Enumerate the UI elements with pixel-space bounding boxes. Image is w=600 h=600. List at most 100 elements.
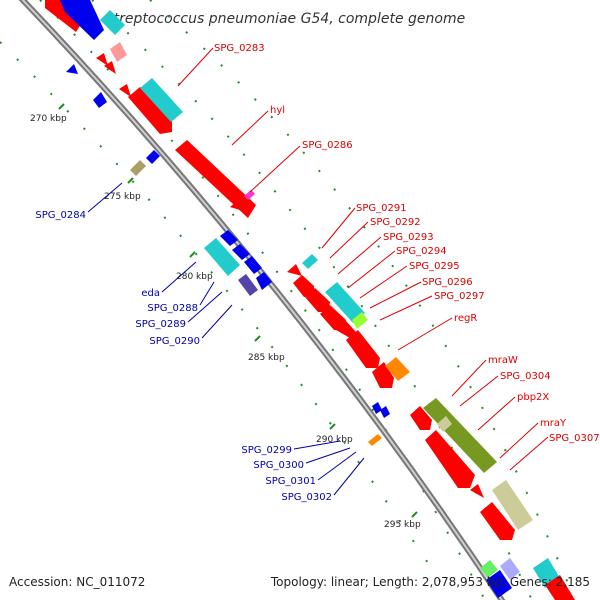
guide-line-outer-left bbox=[0, 41, 453, 600]
gene-blue-6[interactable] bbox=[380, 406, 390, 418]
gene-hyl[interactable] bbox=[175, 140, 256, 218]
gene-top-cyan[interactable] bbox=[100, 10, 125, 35]
leader-SPG_0300 bbox=[305, 447, 351, 464]
gene-bottom-red[interactable] bbox=[545, 575, 575, 600]
gene-label-SPG_0286[interactable]: SPG_0286 bbox=[302, 140, 353, 151]
accession-text: Accession: NC_011072 bbox=[9, 575, 145, 589]
leader-mraW bbox=[451, 359, 487, 397]
gene-label-SPG_0293[interactable]: SPG_0293 bbox=[383, 232, 434, 243]
gene-top-blue[interactable] bbox=[60, 0, 104, 40]
gene-cyan-4[interactable] bbox=[204, 238, 240, 276]
leader-SPG_0288 bbox=[199, 281, 215, 306]
gene-label-SPG_0299[interactable]: SPG_0299 bbox=[241, 445, 292, 456]
gene-label-SPG_0288[interactable]: SPG_0288 bbox=[147, 303, 198, 314]
gene-label-SPG_0302[interactable]: SPG_0302 bbox=[281, 492, 332, 503]
gene-label-SPG_0289[interactable]: SPG_0289 bbox=[135, 319, 186, 330]
gene-label-SPG_0291[interactable]: SPG_0291 bbox=[356, 203, 407, 214]
leader-SPG_0301 bbox=[317, 451, 357, 481]
gene-label-mraW[interactable]: mraW bbox=[488, 355, 518, 366]
gene-label-mraY[interactable]: mraY bbox=[540, 418, 567, 429]
gene-red-long-2[interactable] bbox=[346, 330, 380, 368]
gene-cyan-1[interactable] bbox=[140, 78, 183, 122]
gene-small-red-2[interactable] bbox=[104, 61, 116, 74]
leader-SPG_0286 bbox=[249, 145, 301, 193]
gene-small-red-4[interactable] bbox=[230, 200, 240, 210]
gene-blue-small-3[interactable] bbox=[146, 150, 160, 164]
leader-eda bbox=[161, 261, 197, 293]
gene-orange-small[interactable] bbox=[368, 434, 382, 446]
gene-tan[interactable] bbox=[130, 160, 146, 176]
genome-backbone-highlight bbox=[21, 0, 503, 600]
gene-label-SPG_0296[interactable]: SPG_0296 bbox=[422, 277, 473, 288]
gene-magenta[interactable] bbox=[244, 190, 255, 200]
leader-SPG_0299 bbox=[293, 440, 341, 450]
gene-red-small-5[interactable] bbox=[287, 264, 302, 276]
gene-khaki[interactable] bbox=[492, 480, 533, 530]
gene-red-small-6[interactable] bbox=[470, 484, 484, 498]
gene-pink[interactable] bbox=[110, 42, 127, 62]
tick-295 bbox=[411, 511, 418, 518]
gene-red-0294[interactable] bbox=[336, 321, 356, 338]
gene-red-0292[interactable] bbox=[305, 288, 330, 312]
gene-label-SPG_0290[interactable]: SPG_0290 bbox=[149, 336, 200, 347]
gene-label-regR[interactable]: regR bbox=[454, 313, 477, 324]
gene-khaki-small[interactable] bbox=[437, 416, 452, 432]
gene-blue-5[interactable] bbox=[372, 402, 382, 414]
leader-SPG_0302 bbox=[333, 457, 365, 496]
leader-SPG_0290 bbox=[201, 304, 233, 339]
gene-red-0293[interactable] bbox=[320, 305, 346, 330]
gene-orange[interactable] bbox=[385, 357, 410, 381]
gene-blue-1[interactable] bbox=[220, 230, 238, 246]
gene-label-SPG_0294[interactable]: SPG_0294 bbox=[396, 246, 447, 257]
gene-blue-small-1[interactable] bbox=[66, 64, 78, 74]
tick-280 bbox=[189, 251, 196, 258]
gene-blue-2[interactable] bbox=[232, 244, 250, 260]
gene-label-SPG_0300[interactable]: SPG_0300 bbox=[253, 460, 304, 471]
gene-red-0291[interactable] bbox=[293, 275, 314, 297]
leader-SPG_0294 bbox=[347, 250, 396, 289]
gene-red-long-1[interactable] bbox=[128, 87, 172, 134]
gene-label-hyl[interactable]: hyl bbox=[270, 105, 285, 116]
gene-red-long-3[interactable] bbox=[372, 362, 394, 388]
leader-hyl bbox=[231, 110, 269, 146]
gene-label-SPG_0295[interactable]: SPG_0295 bbox=[409, 261, 460, 272]
gene-small-red-3[interactable] bbox=[119, 84, 131, 97]
leader-mraY bbox=[499, 422, 539, 459]
gene-label-SPG_0297[interactable]: SPG_0297 bbox=[434, 291, 485, 302]
gene-label-SPG_0283[interactable]: SPG_0283 bbox=[214, 43, 265, 54]
gene-red-mraY[interactable] bbox=[480, 502, 515, 540]
gene-purple[interactable] bbox=[238, 274, 258, 296]
tick-290 bbox=[329, 423, 336, 430]
gene-label-SPG_0284[interactable]: SPG_0284 bbox=[35, 210, 86, 221]
gene-label-pbp2X[interactable]: pbp2X bbox=[517, 392, 549, 403]
gene-label-SPG_0307[interactable]: SPG_0307 bbox=[549, 433, 600, 444]
minus-strand-genes bbox=[60, 0, 520, 598]
gene-yellowgreen[interactable] bbox=[352, 312, 368, 329]
gene-cyan-3[interactable] bbox=[325, 282, 365, 323]
gene-blue-small-2[interactable] bbox=[93, 92, 107, 108]
gene-olive[interactable] bbox=[423, 398, 497, 473]
genome-backbone bbox=[18, 0, 506, 600]
gene-bottom-blue[interactable] bbox=[486, 570, 512, 598]
gene-red-pbp2X[interactable] bbox=[425, 430, 475, 488]
genome-stats-text: Topology: linear; Length: 2,078,953 bp; … bbox=[270, 575, 590, 589]
gene-label-SPG_0304[interactable]: SPG_0304 bbox=[500, 371, 551, 382]
gene-blue-3[interactable] bbox=[244, 256, 262, 274]
plus-strand-genes bbox=[45, 0, 575, 600]
kbp-label-280: 280 kbp bbox=[176, 272, 213, 282]
gene-bottom-lightblue[interactable] bbox=[500, 558, 520, 580]
tick-275 bbox=[127, 177, 134, 184]
gene-cyan-2[interactable] bbox=[302, 254, 318, 269]
gene-red-mraW[interactable] bbox=[410, 406, 432, 430]
gene-label-SPG_0292[interactable]: SPG_0292 bbox=[370, 217, 421, 228]
plus-gene-labels: SPG_0283 hyl SPG_0286 SPG_0291 SPG_0292 … bbox=[214, 43, 600, 444]
tick-270 bbox=[58, 103, 65, 110]
gene-bottom-lime[interactable] bbox=[480, 560, 498, 578]
gene-small-red-1[interactable] bbox=[96, 53, 108, 66]
gene-blue-4[interactable] bbox=[256, 272, 272, 290]
leader-SPG_0292 bbox=[329, 221, 369, 259]
gene-label-SPG_0301[interactable]: SPG_0301 bbox=[265, 476, 316, 487]
gene-label-eda[interactable]: eda bbox=[141, 288, 160, 299]
